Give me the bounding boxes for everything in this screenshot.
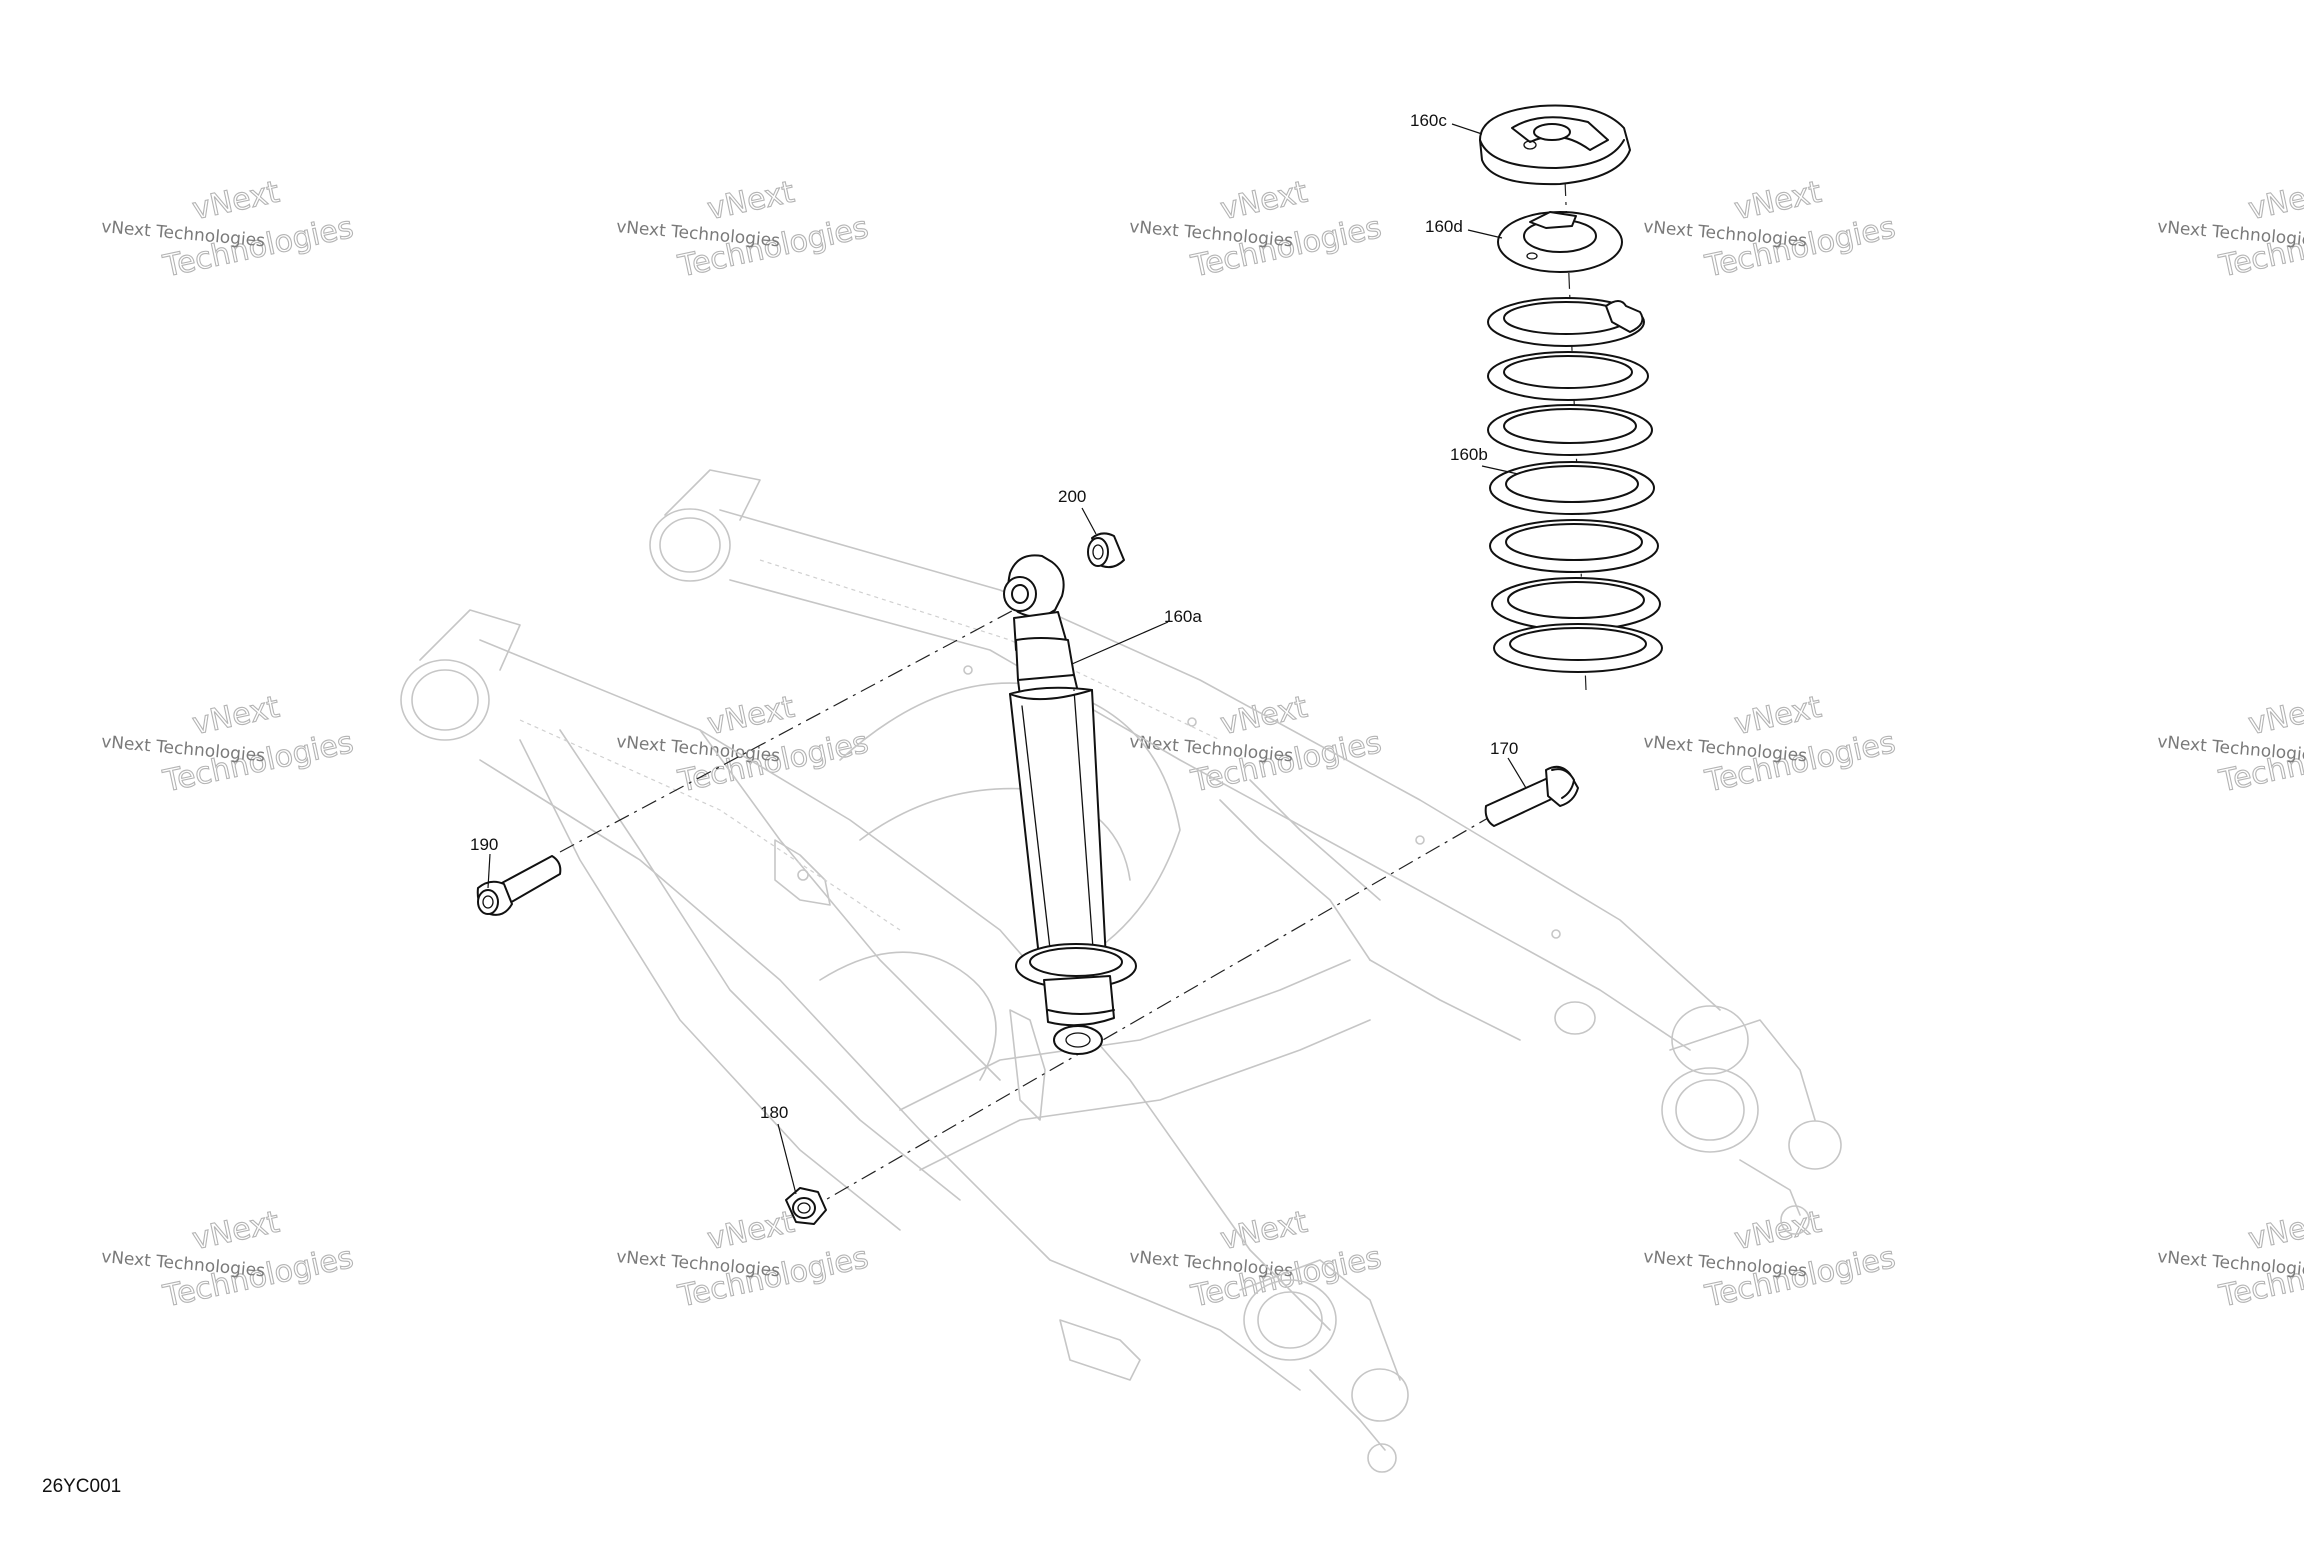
watermark-vnext: vNext: [704, 1205, 797, 1258]
watermark-vnext: vNext: [2245, 1205, 2304, 1258]
callout-labels: 160c 160d 160b 200 160a 170 190 180: [470, 111, 1518, 1122]
coil-spring-160b[interactable]: [1487, 297, 1663, 673]
spring-coil-inner: [1503, 355, 1633, 389]
spring-seat-160c[interactable]: [1479, 104, 1631, 186]
spring-coil-inner: [1503, 408, 1637, 444]
watermark-vnext: vNext: [189, 690, 282, 743]
nut-180[interactable]: [785, 1187, 827, 1225]
watermark-vnext: vNext: [1731, 690, 1824, 743]
spring-coil-inner: [1505, 465, 1639, 503]
watermark-vnext-technologies: vNext Technologies: [2156, 217, 2304, 251]
figure-id: 26YC001: [42, 1476, 122, 1497]
swing-arm-frame: [400, 469, 1842, 1473]
bolt-190[interactable]: [476, 855, 562, 916]
callout-160b: 160b: [1450, 445, 1488, 464]
bushing-200[interactable]: [1087, 532, 1125, 569]
callout-160d: 160d: [1425, 217, 1463, 236]
callout-190: 190: [470, 835, 498, 854]
watermark-vnext: vNext: [704, 690, 797, 743]
watermark-vnext: vNext: [2245, 175, 2304, 228]
watermark-vnext: vNext: [704, 175, 797, 228]
callout-leaders: [487, 123, 1527, 1195]
bolt-170[interactable]: [1484, 765, 1579, 827]
watermark-vnext: vNext: [1217, 1205, 1310, 1258]
callout-160c: 160c: [1410, 111, 1447, 130]
callout-200: 200: [1058, 487, 1086, 506]
watermark-vnext-technologies: vNext Technologies: [2156, 732, 2304, 766]
watermark-vnext: vNext: [1731, 1205, 1824, 1258]
spring-coil-inner: [1507, 581, 1645, 619]
watermark-vnext: vNext: [1217, 175, 1310, 228]
watermark-vnext: vNext: [189, 175, 282, 228]
watermark-vnext-technologies: vNext Technologies: [2156, 1247, 2304, 1281]
spring-end-hook: [1605, 300, 1644, 333]
watermark-vnext: vNext: [1731, 175, 1824, 228]
shock-absorber-160a[interactable]: [1003, 554, 1137, 1055]
spring-retainer-160d[interactable]: [1497, 211, 1623, 273]
callout-160a: 160a: [1164, 607, 1202, 626]
watermark-vnext: vNext: [189, 1205, 282, 1258]
callout-170: 170: [1490, 739, 1518, 758]
watermark-vnext: vNext: [2245, 690, 2304, 743]
spring-coil-inner: [1505, 523, 1643, 561]
spring-coil-inner: [1509, 627, 1647, 661]
callout-180: 180: [760, 1103, 788, 1122]
